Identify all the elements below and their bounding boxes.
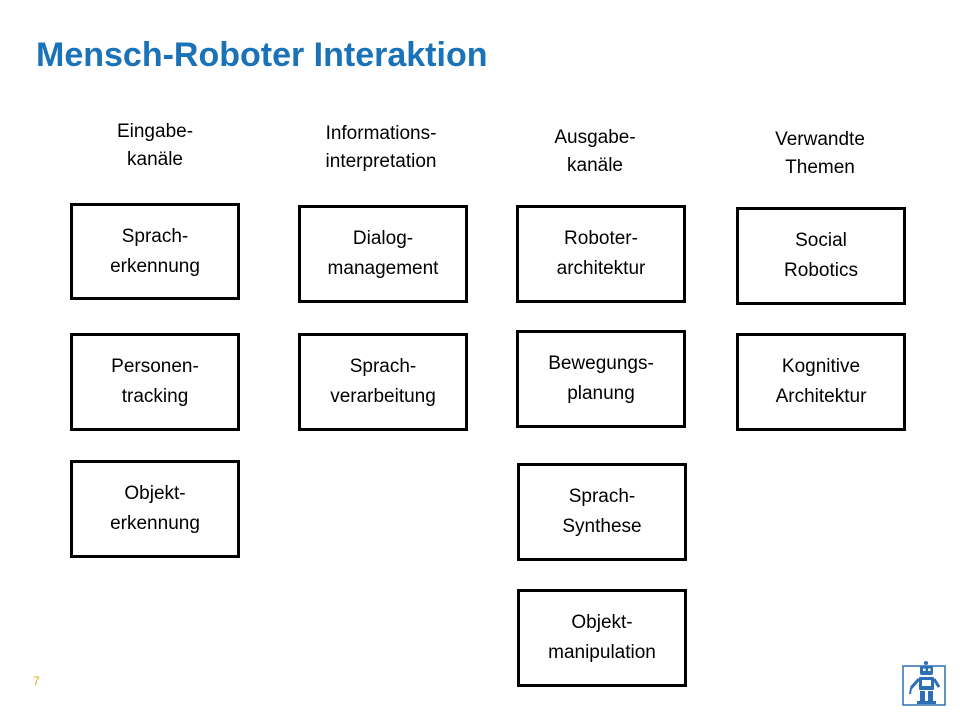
box-social-robotics: Social Robotics	[736, 207, 906, 305]
box-line: architektur	[556, 258, 646, 279]
box-sprachverarbeitung: Sprach- verarbeitung	[298, 333, 468, 431]
header-line: Themen	[785, 157, 855, 178]
box-line: Robotics	[784, 260, 858, 281]
box-line: verarbeitung	[330, 386, 436, 407]
box-objekterkennung: Objekt- erkennung	[70, 460, 240, 558]
column-header-eingabekanaele: Eingabe- kanäle	[55, 118, 255, 174]
box-line: tracking	[121, 386, 189, 407]
slide-title: Mensch-Roboter Interaktion	[36, 36, 488, 74]
header-line: kanäle	[567, 155, 623, 176]
robot-logo-icon	[902, 661, 946, 706]
box-spracherkennung: Sprach- erkennung	[70, 203, 240, 300]
page-number: 7	[33, 674, 40, 688]
box-line: Personen-	[111, 356, 199, 377]
box-line: Synthese	[562, 516, 642, 537]
box-line: Architektur	[775, 386, 867, 407]
box-line: erkennung	[110, 513, 200, 534]
box-line: manipulation	[548, 642, 656, 663]
box-line: planung	[567, 383, 635, 404]
box-sprachsynthese: Sprach- Synthese	[517, 463, 687, 561]
column-header-ausgabekanaele: Ausgabe- kanäle	[495, 124, 695, 180]
box-objektmanipulation: Objekt- manipulation	[517, 589, 687, 687]
column-header-informationsinterpretation: Informations- interpretation	[281, 120, 481, 176]
box-line: Sprach-	[568, 486, 636, 507]
box-bewegungsplanung: Bewegungs- planung	[516, 330, 686, 428]
box-line: erkennung	[110, 255, 200, 277]
box-personentracking: Personen- tracking	[70, 333, 240, 431]
box-roboterarchitektur: Roboter- architektur	[516, 205, 686, 303]
column-header-verwandte-themen: Verwandte Themen	[720, 126, 920, 182]
box-line: Dialog-	[352, 228, 414, 249]
header-line: Verwandte	[775, 129, 865, 150]
box-line: Objekt-	[124, 483, 186, 504]
box-line: Sprach-	[349, 356, 417, 377]
box-line: Objekt-	[571, 612, 633, 633]
header-line: kanäle	[127, 149, 183, 170]
box-line: management	[327, 258, 439, 279]
box-line: Sprach-	[121, 225, 189, 247]
box-line: Social	[795, 230, 847, 251]
header-line: Informations-	[325, 123, 437, 144]
header-line: Eingabe-	[116, 121, 194, 142]
header-line: interpretation	[325, 151, 437, 172]
box-kognitive-architektur: Kognitive Architektur	[736, 333, 906, 431]
box-line: Bewegungs-	[548, 353, 654, 374]
box-dialogmanagement: Dialog- management	[298, 205, 468, 303]
box-line: Kognitive	[781, 356, 861, 377]
box-line: Roboter-	[564, 228, 638, 249]
header-line: Ausgabe-	[554, 127, 636, 148]
